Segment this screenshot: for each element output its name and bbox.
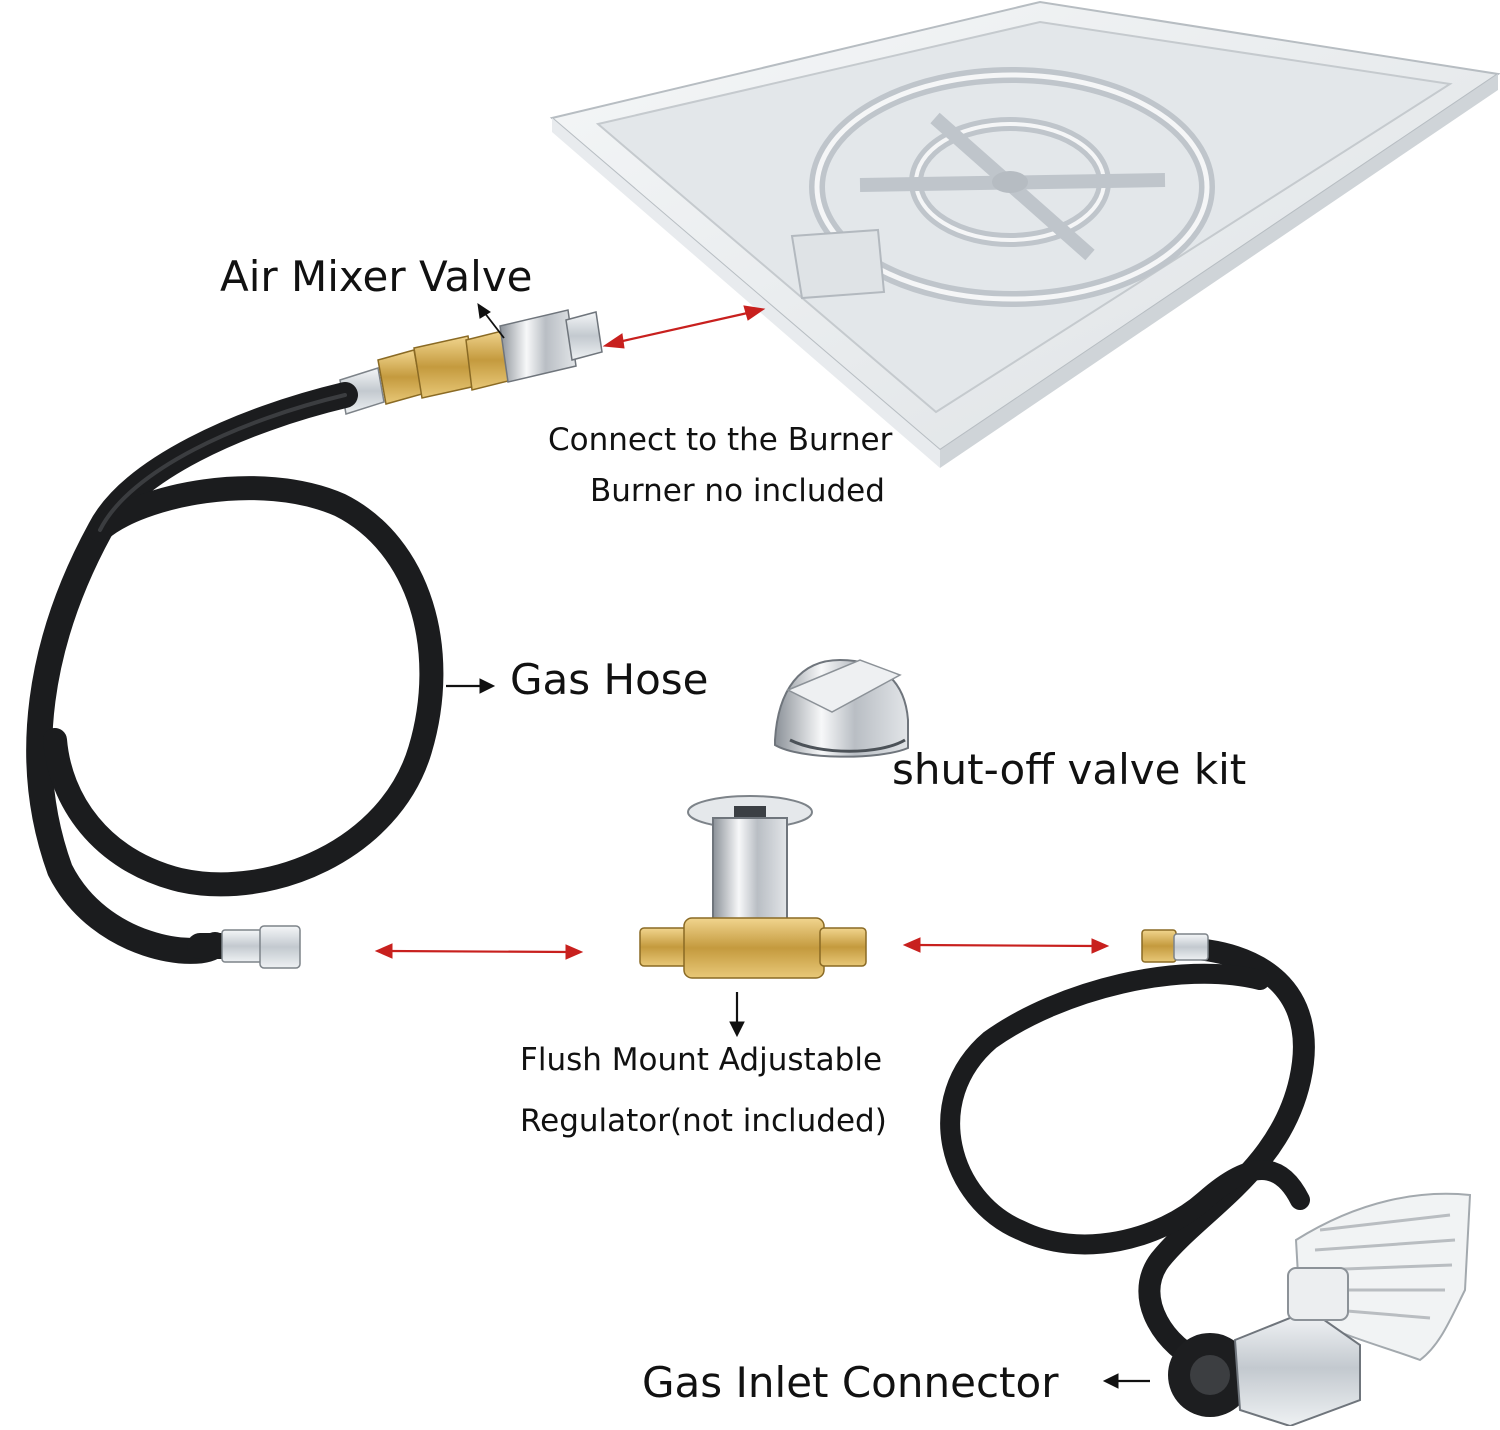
label-flush-mount: Flush Mount Adjustable xyxy=(520,1042,883,1078)
burner-ring-icon xyxy=(790,67,1215,307)
double-arrow-burner xyxy=(602,305,766,349)
inlet-hose-icon xyxy=(940,937,1315,1371)
hose-end-fitting-icon xyxy=(221,925,301,969)
shutoff-valve-icon xyxy=(639,795,867,979)
label-air-mixer-valve: Air Mixer Valve xyxy=(220,252,533,301)
leader-arrow-gas-inlet xyxy=(1102,1373,1150,1389)
leader-arrow-gas-hose xyxy=(446,678,496,694)
fire-pit-pan-icon xyxy=(549,0,1500,468)
label-gas-hose: Gas Hose xyxy=(510,655,709,704)
leader-arrow-regulator xyxy=(729,992,745,1038)
gas-hose-icon xyxy=(26,382,444,964)
brass-fitting-icon xyxy=(339,309,603,415)
label-shutoff-valve-kit: shut-off valve kit xyxy=(892,745,1247,794)
double-arrow-right xyxy=(902,937,1110,954)
inlet-fitting-icon xyxy=(1141,929,1209,963)
label-burner-not-included: Burner no included xyxy=(590,473,885,509)
knob-icon xyxy=(774,658,909,758)
regulator-icon xyxy=(1168,1267,1361,1428)
label-regulator-not-included: Regulator(not included) xyxy=(520,1103,887,1139)
double-arrow-left xyxy=(374,943,584,960)
label-gas-inlet-connector: Gas Inlet Connector xyxy=(642,1358,1059,1407)
label-connect-to-burner: Connect to the Burner xyxy=(548,422,893,458)
leader-arrow-air-mixer xyxy=(477,302,505,339)
